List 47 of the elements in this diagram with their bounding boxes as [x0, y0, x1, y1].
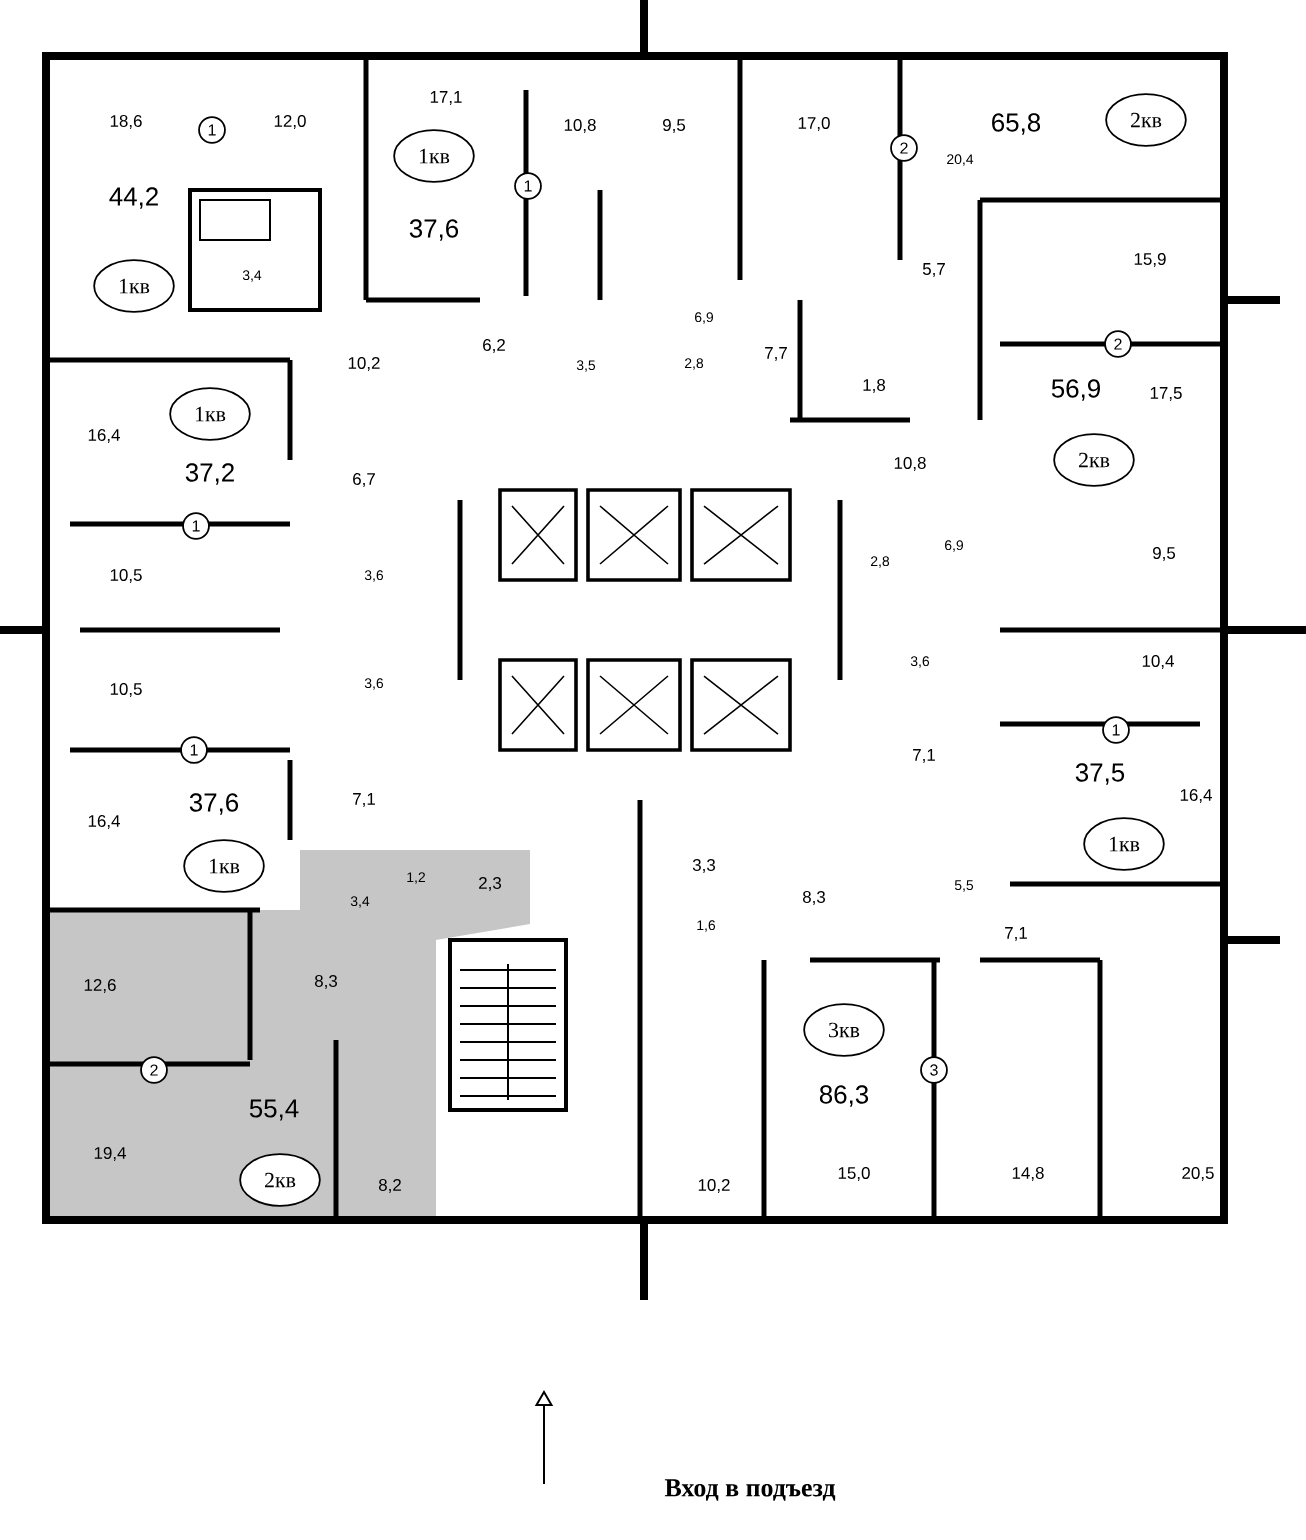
circled-label: 1кв — [1083, 817, 1165, 871]
room-area: 15,0 — [838, 1167, 870, 1181]
apartment-area: 37,6 — [409, 219, 459, 241]
room-area: 19,4 — [94, 1147, 126, 1161]
room-area: 6,2 — [483, 339, 505, 353]
room-area: 7,1 — [1005, 927, 1027, 941]
room-area: 14,8 — [1012, 1167, 1044, 1181]
room-area: 9,5 — [1153, 547, 1176, 561]
circled-label: 2кв — [1105, 93, 1187, 147]
room-area: 15,9 — [1134, 253, 1166, 267]
circled-label: 2кв — [239, 1153, 321, 1207]
room-area: 10,2 — [698, 1179, 730, 1193]
room-area: 3,3 — [692, 859, 716, 873]
room-area: 10,8 — [564, 119, 596, 133]
apartment-area: 65,8 — [992, 113, 1041, 135]
room-area: 12,0 — [274, 115, 306, 129]
room-area: 5,7 — [922, 263, 945, 277]
room-area: 16,4 — [88, 815, 120, 829]
room-area: 1,8 — [863, 379, 886, 393]
room-area: 16,4 — [88, 429, 120, 443]
apartment-area: 37,6 — [189, 793, 239, 815]
room-area: 9,5 — [663, 119, 686, 133]
entrance-caption: Вход в подъезд — [664, 1479, 836, 1501]
room-area: 12,6 — [84, 979, 116, 993]
room-area: 8,3 — [802, 891, 826, 905]
circled-label: 2кв — [1053, 433, 1135, 487]
apartment-area: 56,9 — [1051, 379, 1100, 401]
room-area: 10,8 — [894, 457, 926, 471]
circled-label: 1кв — [93, 259, 175, 313]
apartment-area: 37,2 — [185, 463, 234, 485]
room-area: 8,3 — [315, 975, 338, 989]
circled-label: 3кв — [803, 1003, 885, 1057]
room-area: 6,7 — [353, 473, 375, 487]
room-area: 17,5 — [1150, 387, 1182, 401]
room-area: 7,7 — [765, 347, 787, 361]
circled-label: 1кв — [169, 387, 251, 441]
room-area: 7,1 — [913, 749, 935, 763]
room-area: 7,1 — [353, 793, 375, 807]
apartment-area: 86,3 — [819, 1085, 869, 1107]
room-area: 8,2 — [378, 1179, 401, 1193]
apartment-area: 37,5 — [1075, 763, 1125, 785]
room-area: 10,2 — [348, 357, 380, 371]
circled-label: 1кв — [183, 839, 265, 893]
circled-label: 1кв — [393, 129, 475, 183]
room-area: 20,5 — [1182, 1167, 1214, 1181]
room-area: 2,3 — [479, 877, 502, 891]
apartment-area: 44,2 — [109, 187, 158, 209]
